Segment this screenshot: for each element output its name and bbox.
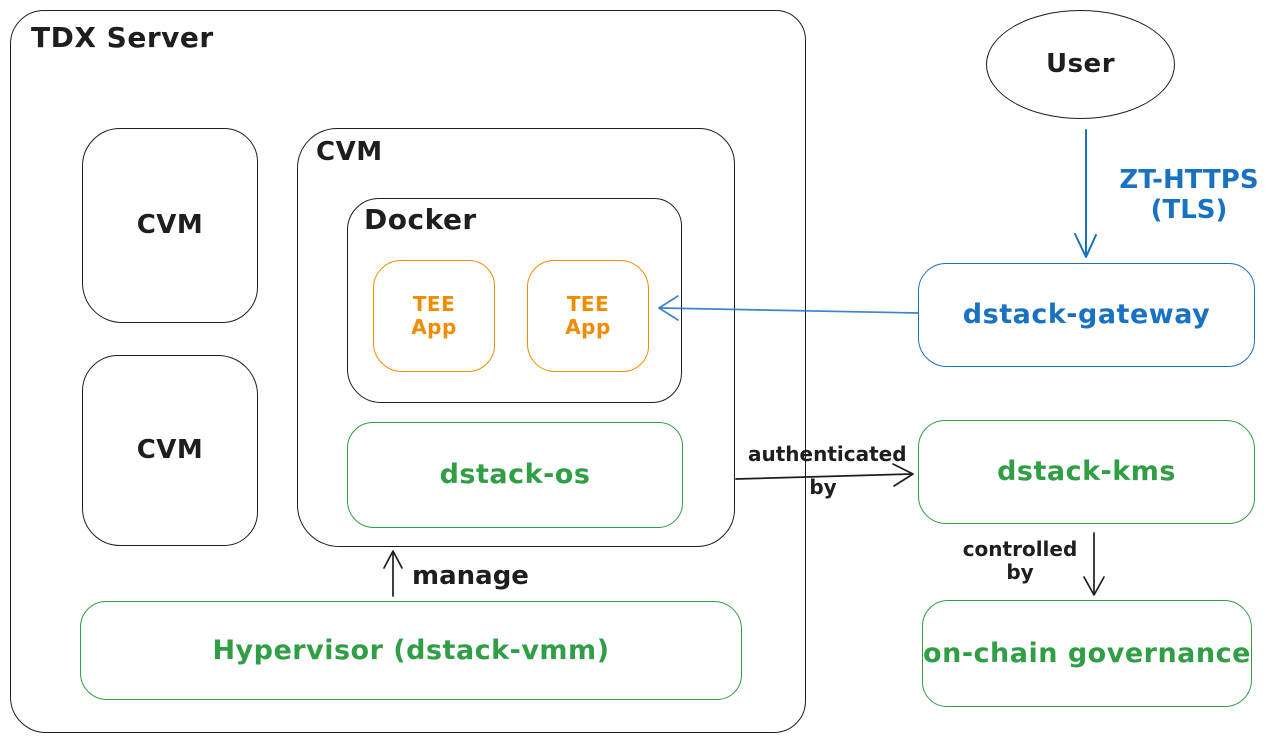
arrow-user-to-gateway: [1074, 129, 1097, 258]
tdx-server-label: TDX Server: [31, 21, 214, 54]
cvm-label: CVM: [136, 209, 204, 240]
cvm-box-left-top: CVM: [82, 128, 258, 323]
docker-label: Docker: [364, 203, 477, 236]
tee-app-label: TEE App: [565, 292, 611, 339]
dstack-kms-box: dstack-kms: [918, 420, 1255, 524]
authenticated-by-label: authenticated by: [748, 442, 907, 499]
hypervisor-box: Hypervisor (dstack-vmm): [80, 601, 742, 700]
cvm-box-left-bottom: CVM: [82, 355, 258, 546]
zt-https-label: ZT-HTTPS (TLS): [1119, 165, 1259, 225]
dstack-gateway-label: dstack-gateway: [962, 299, 1211, 331]
on-chain-governance-label: on-chain governance: [923, 637, 1251, 669]
tee-app-box-2: TEE App: [527, 260, 649, 372]
hypervisor-label: Hypervisor (dstack-vmm): [212, 634, 610, 666]
cvm-main-label: CVM: [316, 137, 383, 167]
manage-label: manage: [412, 561, 529, 591]
cvm-box-main: CVM: [297, 128, 735, 547]
user-ellipse: User: [986, 10, 1175, 119]
cvm-label: CVM: [136, 434, 204, 465]
tee-app-label: TEE App: [411, 292, 457, 339]
on-chain-governance-box: on-chain governance: [922, 600, 1252, 707]
arrow-kms-to-governance: [1083, 532, 1105, 596]
controlled-by-label: controlled by: [962, 537, 1078, 584]
dstack-kms-label: dstack-kms: [997, 456, 1176, 488]
tee-app-box-1: TEE App: [373, 260, 495, 372]
dstack-os-label: dstack-os: [439, 459, 591, 491]
user-label: User: [1045, 48, 1116, 79]
dstack-gateway-box: dstack-gateway: [918, 263, 1255, 367]
docker-box: Docker: [347, 198, 682, 403]
tdx-server-box: TDX Server: [10, 10, 806, 733]
dstack-os-box: dstack-os: [347, 422, 683, 528]
